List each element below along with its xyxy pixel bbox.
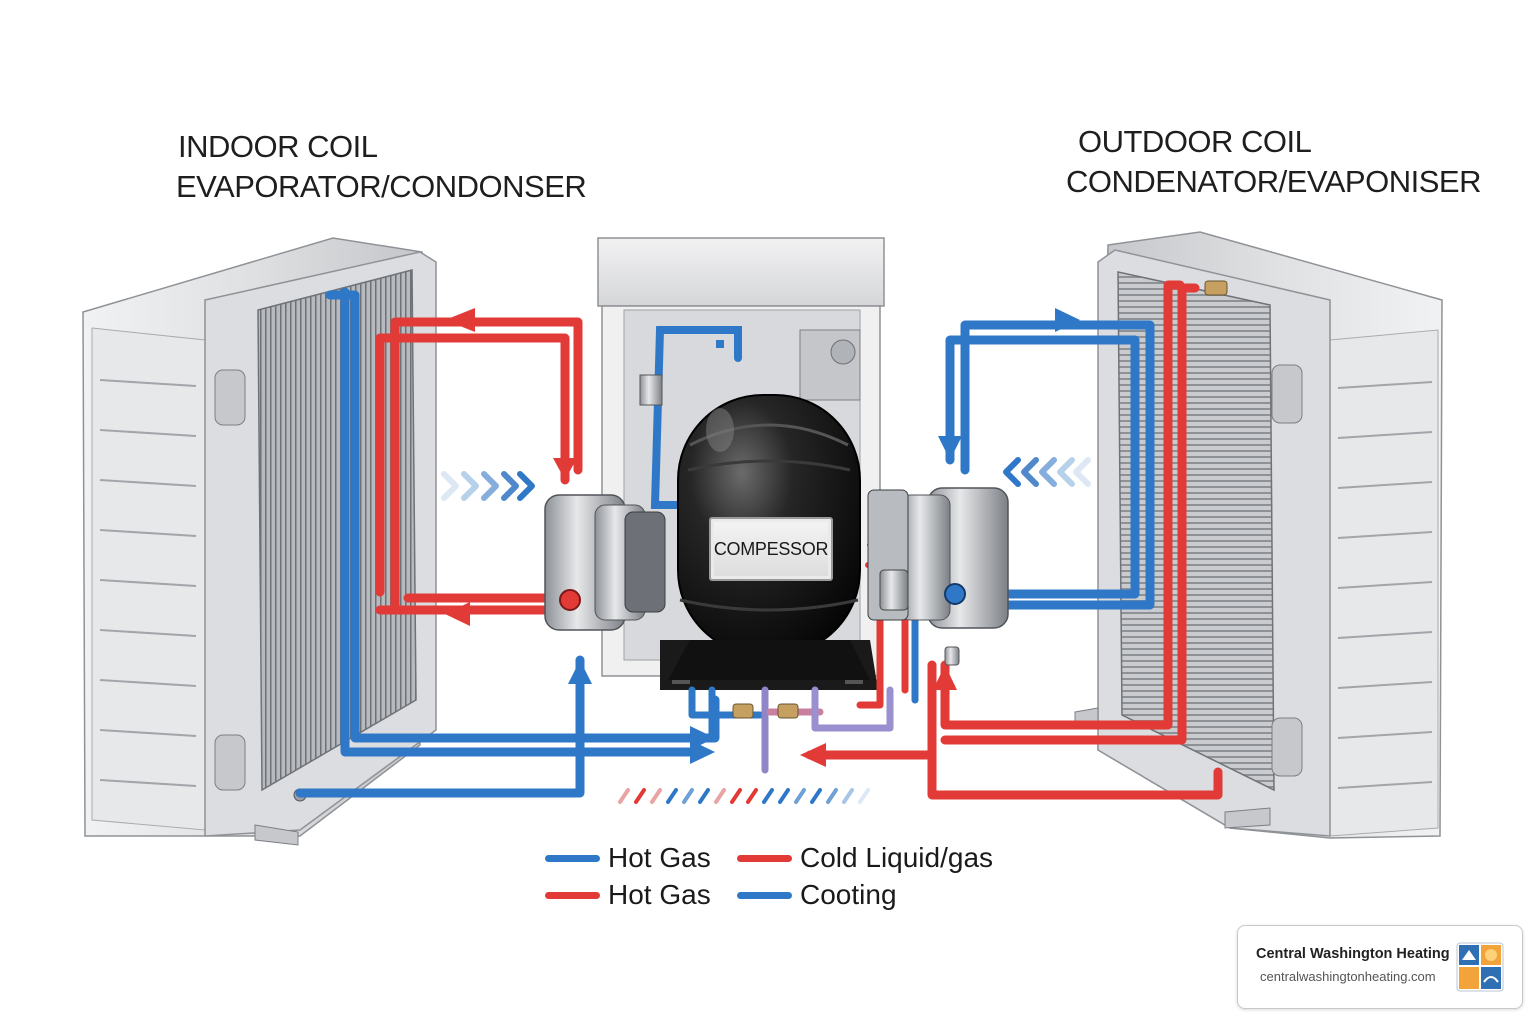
legend-item: Cold Liquid/gas: [737, 842, 993, 874]
legend-label: Cooting: [800, 879, 897, 910]
watermark-url[interactable]: centralwashingtonheating.com: [1260, 969, 1436, 984]
legend-swatch-red: [737, 854, 792, 862]
legend-label: Hot Gas: [608, 842, 711, 873]
legend-item: Hot Gas: [545, 842, 711, 874]
outdoor-coil-title: OUTDOOR COIL: [1078, 124, 1312, 159]
outdoor-coil-subtitle: CONDENATOR/EVAPONISER: [1066, 164, 1481, 199]
airflow-chevrons-right: [1003, 457, 1091, 487]
refrigerant-pipes: [295, 280, 1223, 800]
legend-label: Cold Liquid/gas: [800, 842, 994, 873]
right-valve-assembly: [867, 487, 1009, 629]
legend-swatch-blue: [737, 891, 792, 899]
legend-swatch-blue: [545, 854, 600, 862]
pipe-fittings: [732, 280, 1228, 719]
watermark-company-name: Central Washington Heating: [1256, 946, 1450, 962]
airflow-chevrons-left: [441, 471, 535, 501]
compressor-label: COMPESSOR: [713, 538, 829, 559]
left-valve-assembly: [544, 494, 666, 631]
legend-swatch-red: [545, 891, 600, 899]
legend-item: Hot Gas: [545, 879, 711, 911]
indoor-coil-subtitle: EVAPORATOR/CONDONSER: [176, 169, 587, 204]
watermark-badge[interactable]: Central Washington Heating centralwashin…: [1237, 925, 1523, 1009]
flow-arrows: [445, 308, 1080, 767]
compressor-label-plate: COMPESSOR: [709, 517, 833, 581]
legend-item: Cooting: [737, 879, 897, 911]
flow-dash-strip: [618, 788, 870, 804]
indoor-coil-title: INDOOR COIL: [178, 129, 378, 164]
company-logo-icon: [1456, 942, 1504, 992]
legend-label: Hot Gas: [608, 879, 711, 910]
indoor-unit: [82, 237, 437, 846]
